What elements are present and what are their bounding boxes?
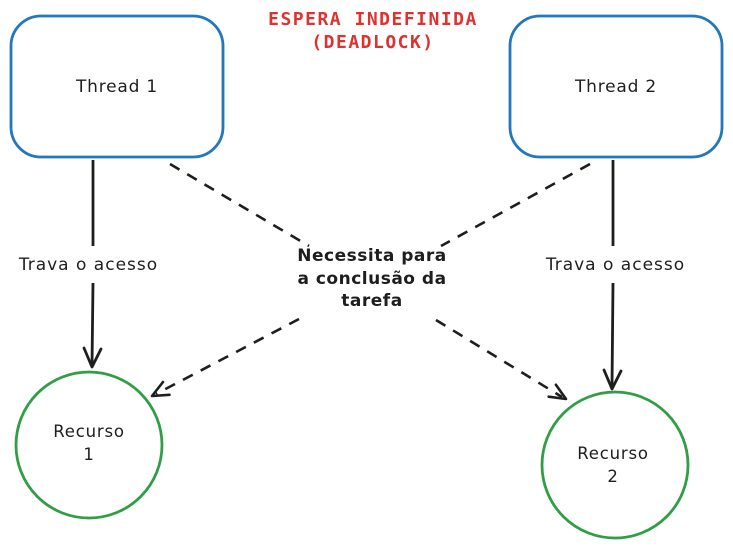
thread2-label: Thread 2 <box>574 77 658 97</box>
need-label-line1: Necessita para <box>297 246 447 266</box>
thread2-box <box>508 14 724 159</box>
recurso2-label-line2: 2 <box>607 467 619 486</box>
arrowhead-down-right-icon <box>602 368 623 391</box>
recurso1-label-line2: 1 <box>83 445 95 464</box>
arrowhead-to-recurso2-icon <box>547 383 568 401</box>
dashed-line-thread1-need <box>169 162 310 248</box>
arrow-thread1-recurso1 <box>82 160 103 369</box>
recurso1-circle <box>14 370 164 520</box>
recurso2-circle <box>540 390 690 540</box>
lock-left-label: Trava o acesso <box>18 255 159 275</box>
need-label: Necessita para a conclusão da tarefa <box>287 245 457 313</box>
need-label-line3: tarefa <box>341 291 403 311</box>
arrow-thread2-recurso2 <box>602 160 623 391</box>
arrowhead-to-recurso1-icon <box>150 380 171 398</box>
thread1-box <box>9 14 225 159</box>
dashed-arrow-need-recurso2 <box>435 318 568 401</box>
diagram-title-line2: (DEADLOCK) <box>311 32 435 53</box>
recurso2-label-line1: Recurso <box>577 444 649 463</box>
lock-right-label: Trava o acesso <box>545 255 686 275</box>
dashed-line-thread2-need <box>440 162 591 248</box>
recurso1-label-line1: Recurso <box>53 422 125 441</box>
recurso1-label: Recurso 1 <box>19 420 159 466</box>
thread1-label: Thread 1 <box>75 77 159 97</box>
arrowhead-down-left-icon <box>82 346 103 369</box>
diagram-title-line1: ESPERA INDEFINIDA <box>268 9 478 30</box>
diagram-title: ESPERA INDEFINIDA (DEADLOCK) <box>238 8 508 54</box>
need-label-line2: a conclusão da <box>297 268 447 289</box>
recurso2-label: Recurso 2 <box>543 442 683 488</box>
dashed-arrow-need-recurso1 <box>150 317 300 398</box>
